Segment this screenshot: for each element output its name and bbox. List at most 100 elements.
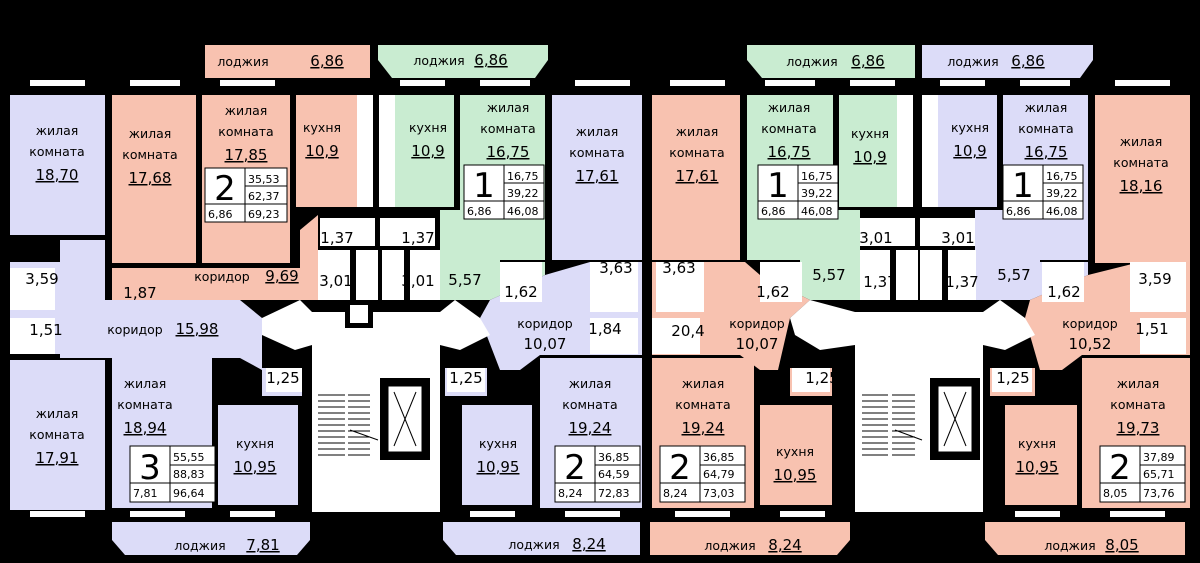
apartment-total-with-loggia: 73,76	[1143, 487, 1175, 500]
kitchen-area: 10,95	[477, 458, 520, 476]
room-area: 17,91	[36, 449, 79, 467]
room-label-line2: комната	[569, 145, 624, 160]
small-area: 1,84	[588, 320, 621, 338]
room-label-line1: жилая	[768, 100, 811, 115]
corridor-label: коридор	[1062, 316, 1118, 331]
apartment-total-area: 39,22	[1046, 187, 1078, 200]
room-label-line2: комната	[29, 427, 84, 442]
kitchen-area: 10,95	[1016, 458, 1059, 476]
small-area: 3,01	[319, 272, 352, 290]
room-label-line2: комната	[669, 145, 724, 160]
small-area: 5,57	[997, 266, 1030, 284]
stairwell-right	[855, 312, 983, 512]
room-label-line2: комната	[1110, 397, 1165, 412]
small-area: 3,63	[662, 259, 695, 277]
room-label-line2: комната	[122, 147, 177, 162]
loggia-bottom-1	[112, 522, 310, 555]
kitchen-area: 10,9	[953, 142, 986, 160]
apartment-info-dividers	[130, 165, 1185, 502]
room-area: 17,61	[576, 167, 619, 185]
apartment-living-area: 36,85	[598, 451, 630, 464]
small-area: 3,59	[25, 270, 58, 288]
room-label-line2: комната	[1113, 155, 1168, 170]
kitchen-area: 10,95	[234, 458, 277, 476]
loggia-area: 6,86	[474, 51, 507, 69]
corridor-area: 15,98	[176, 320, 219, 338]
apartment-living-area: 36,85	[703, 451, 735, 464]
room-label-line1: жилая	[1025, 100, 1068, 115]
corridor-area: 10,07	[736, 335, 779, 353]
apartment-total-with-loggia: 46,08	[507, 205, 539, 218]
room-label-line2: комната	[675, 397, 730, 412]
room-area: 18,94	[124, 419, 167, 437]
room-label-line1: жилая	[129, 126, 172, 141]
apartment-room-count: 3	[139, 448, 161, 488]
small-area: 1,25	[996, 369, 1029, 387]
apartment-loggia-area: 6,86	[761, 205, 786, 218]
apartment-room-count: 1	[767, 166, 789, 206]
room-label-line1: жилая	[676, 124, 719, 139]
small-area: 1,37	[320, 229, 353, 247]
room-label-line1: жилая	[36, 123, 79, 138]
corridor-label: коридор	[194, 269, 250, 284]
loggia-label: лоджия	[217, 54, 268, 69]
room-label-line1: жилая	[487, 100, 530, 115]
kitchen-label: кухня	[776, 444, 814, 459]
kitchen-label: кухня	[479, 436, 517, 451]
apartment-loggia-area: 6,86	[208, 208, 233, 221]
small-area: 1,25	[449, 369, 482, 387]
loggia-bottom-4	[985, 522, 1185, 555]
small-area: 3,01	[941, 229, 974, 247]
loggia-bottom-2	[443, 522, 640, 555]
room-area: 19,24	[569, 419, 612, 437]
kitchen-label: кухня	[851, 126, 889, 141]
kitchen-area: 10,9	[411, 142, 444, 160]
apartment-total-with-loggia: 46,08	[801, 205, 833, 218]
room-label-line1: жилая	[225, 103, 268, 118]
small-area: 1,87	[123, 284, 156, 302]
loggia-label: лоджия	[786, 54, 837, 69]
corridor-label: коридор	[517, 316, 573, 331]
loggia-area: 6,86	[310, 52, 343, 70]
apartment-total-area: 62,37	[248, 190, 280, 203]
hall-right	[790, 300, 1035, 350]
apartment-room-count: 1	[1012, 166, 1034, 206]
loggia-top-3	[747, 45, 915, 78]
apartment-total-area: 88,83	[173, 468, 205, 481]
room-label-line2: комната	[562, 397, 617, 412]
apartment-total-with-loggia: 72,83	[598, 487, 630, 500]
apartment-loggia-area: 8,05	[1103, 487, 1128, 500]
apartment-living-area: 35,53	[248, 173, 280, 186]
kitchen-label: кухня	[236, 436, 274, 451]
hall-left	[262, 300, 490, 350]
loggia-label: лоджия	[704, 538, 755, 553]
small-area: 3,01	[401, 272, 434, 290]
small-area: 1,51	[1135, 320, 1168, 338]
room-label-line2: комната	[480, 121, 535, 136]
small-area: 1,37	[401, 229, 434, 247]
room-label-line2: комната	[761, 121, 816, 136]
small-area: 1,37	[863, 273, 896, 291]
small-area: 1,25	[805, 369, 838, 387]
room-label-line1: жилая	[124, 376, 167, 391]
room-area: 17,68	[129, 169, 172, 187]
room-label-line2: комната	[29, 144, 84, 159]
apartment-loggia-area: 8,24	[663, 487, 688, 500]
room-label-line1: жилая	[36, 406, 79, 421]
apartment-living-area: 16,75	[1046, 170, 1078, 183]
corridor-area: 10,52	[1069, 335, 1112, 353]
small-area: 5,57	[448, 271, 481, 289]
corridor-area: 10,07	[524, 335, 567, 353]
room-area: 18,70	[36, 166, 79, 184]
loggia-area: 8,24	[768, 536, 801, 554]
bathrooms	[10, 95, 1186, 392]
room-label-line2: комната	[218, 124, 273, 139]
apartment-total-area: 64,59	[598, 468, 630, 481]
corridor-label: коридор	[107, 322, 163, 337]
small-area: 1,62	[756, 283, 789, 301]
small-area: 3,63	[599, 259, 632, 277]
small-area: 3,01	[859, 229, 892, 247]
small-area: 20,4	[671, 322, 704, 340]
kitchen-area: 10,9	[305, 142, 338, 160]
